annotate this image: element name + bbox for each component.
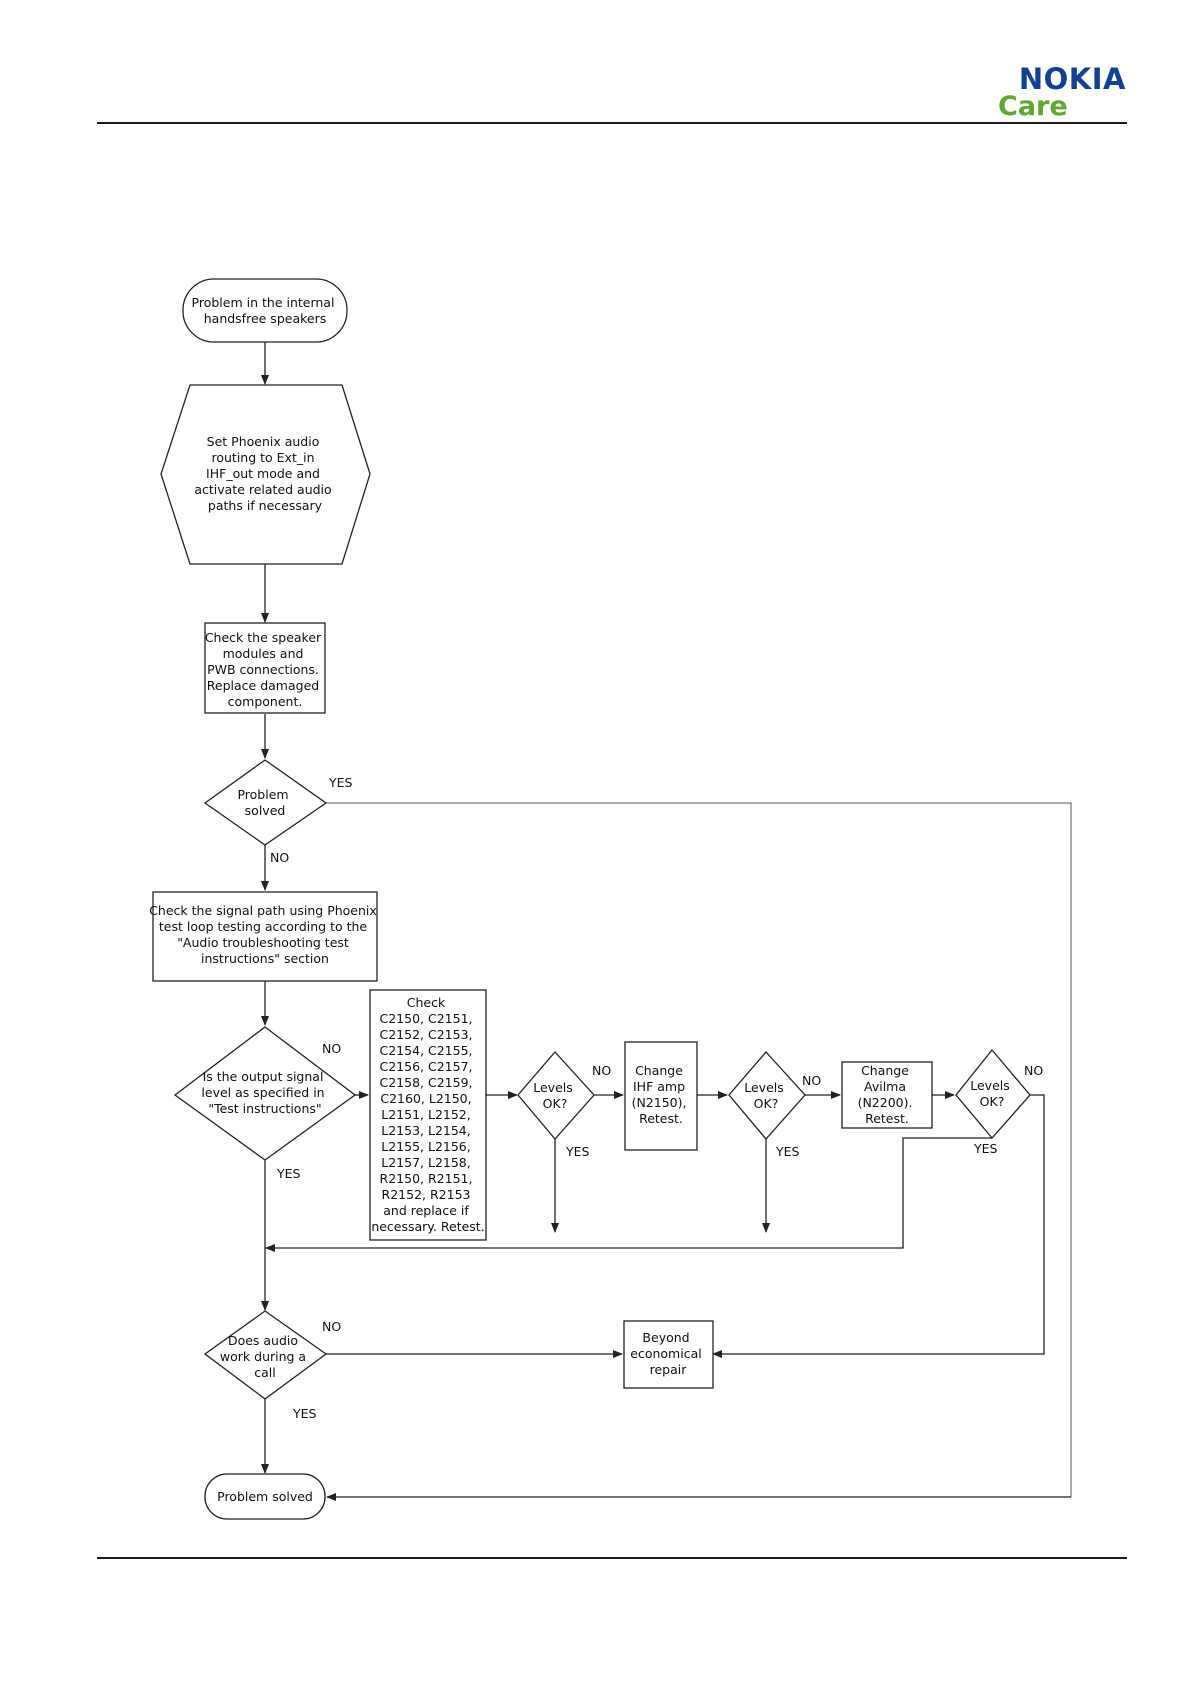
check-components-box: Check C2150, C2151, C2152, C2153, C2154,… [369, 989, 487, 1241]
problem-solved-decision: Problem solved [203, 759, 328, 846]
check-speaker-box: Check the speaker modules and PWB connec… [204, 622, 326, 714]
levels-ok-2-decision: Levels OK? [728, 1051, 806, 1140]
label-yes-output: YES [276, 1166, 301, 1181]
line-solved-yes [326, 802, 1072, 1497]
change-ihf-box: Change IHF amp (N2150), Retest. [624, 1041, 698, 1151]
end-text: Problem solved [217, 1489, 313, 1504]
start-text: Problem in the internal handsfree speake… [192, 295, 339, 326]
logo-brand: NOKIA [1018, 62, 1126, 96]
levels-ok-1-decision: Levels OK? [517, 1051, 595, 1140]
change-avilma-box: Change Avilma (N2200). Retest. [841, 1061, 933, 1129]
change-ihf-text: Change IHF amp (N2150), Retest. [632, 1063, 691, 1126]
label-no-levels1: NO [592, 1063, 611, 1078]
audio-call-decision: Does audio work during a call [203, 1310, 328, 1400]
label-no-output: NO [322, 1041, 341, 1056]
label-yes-levels1: YES [565, 1144, 590, 1159]
check-components-text: Check C2150, C2151, C2152, C2153, C2154,… [371, 995, 484, 1234]
label-no-audio: NO [322, 1319, 341, 1334]
arrow-levels3-yes [265, 1137, 992, 1252]
end-terminator: Problem solved [204, 1473, 326, 1520]
label-yes-levels2: YES [775, 1144, 800, 1159]
change-avilma-text: Change Avilma (N2200). Retest. [858, 1063, 917, 1126]
levels-ok-1-text: Levels OK? [533, 1080, 577, 1111]
beyond-repair-box: Beyond economical repair [623, 1320, 714, 1389]
logo-sub: Care [998, 91, 1068, 122]
start-terminator: Problem in the internal handsfree speake… [182, 278, 348, 343]
beyond-repair-text: Beyond economical repair [630, 1330, 705, 1377]
arrow-levels3-no [712, 1094, 1045, 1358]
set-routing-text: Set Phoenix audio routing to Ext_in IHF_… [194, 434, 335, 513]
problem-solved-text: Problem solved [237, 787, 292, 818]
label-no-solved: NO [270, 850, 289, 865]
output-level-text: Is the output signal level as specified … [201, 1069, 328, 1116]
levels-ok-3-text: Levels OK? [970, 1078, 1014, 1109]
nokia-care-logo: NOKIA Care [986, 64, 1126, 124]
check-speaker-text: Check the speaker modules and PWB connec… [205, 630, 325, 709]
label-yes-levels3: YES [973, 1141, 998, 1156]
footer-rule [97, 1557, 1127, 1559]
check-signal-box: Check the signal path using Phoenix test… [149, 891, 381, 982]
label-no-levels2: NO [802, 1073, 821, 1088]
output-level-decision: Is the output signal level as specified … [173, 1026, 357, 1161]
label-no-levels3: NO [1024, 1063, 1043, 1078]
check-signal-text: Check the signal path using Phoenix test… [149, 903, 381, 966]
audio-call-text: Does audio work during a call [220, 1333, 310, 1380]
levels-ok-2-text: Levels OK? [744, 1080, 788, 1111]
set-routing-hexagon: Set Phoenix audio routing to Ext_in IHF_… [160, 384, 371, 565]
label-yes-audio: YES [292, 1406, 317, 1421]
connectors [261, 342, 1072, 1501]
branch-labels: YES NO NO YES NO YES NO YES NO YES NO YE… [270, 775, 1043, 1421]
header-rule [97, 122, 1127, 124]
levels-ok-3-decision: Levels OK? [955, 1048, 1031, 1139]
label-yes-solved: YES [328, 775, 353, 790]
